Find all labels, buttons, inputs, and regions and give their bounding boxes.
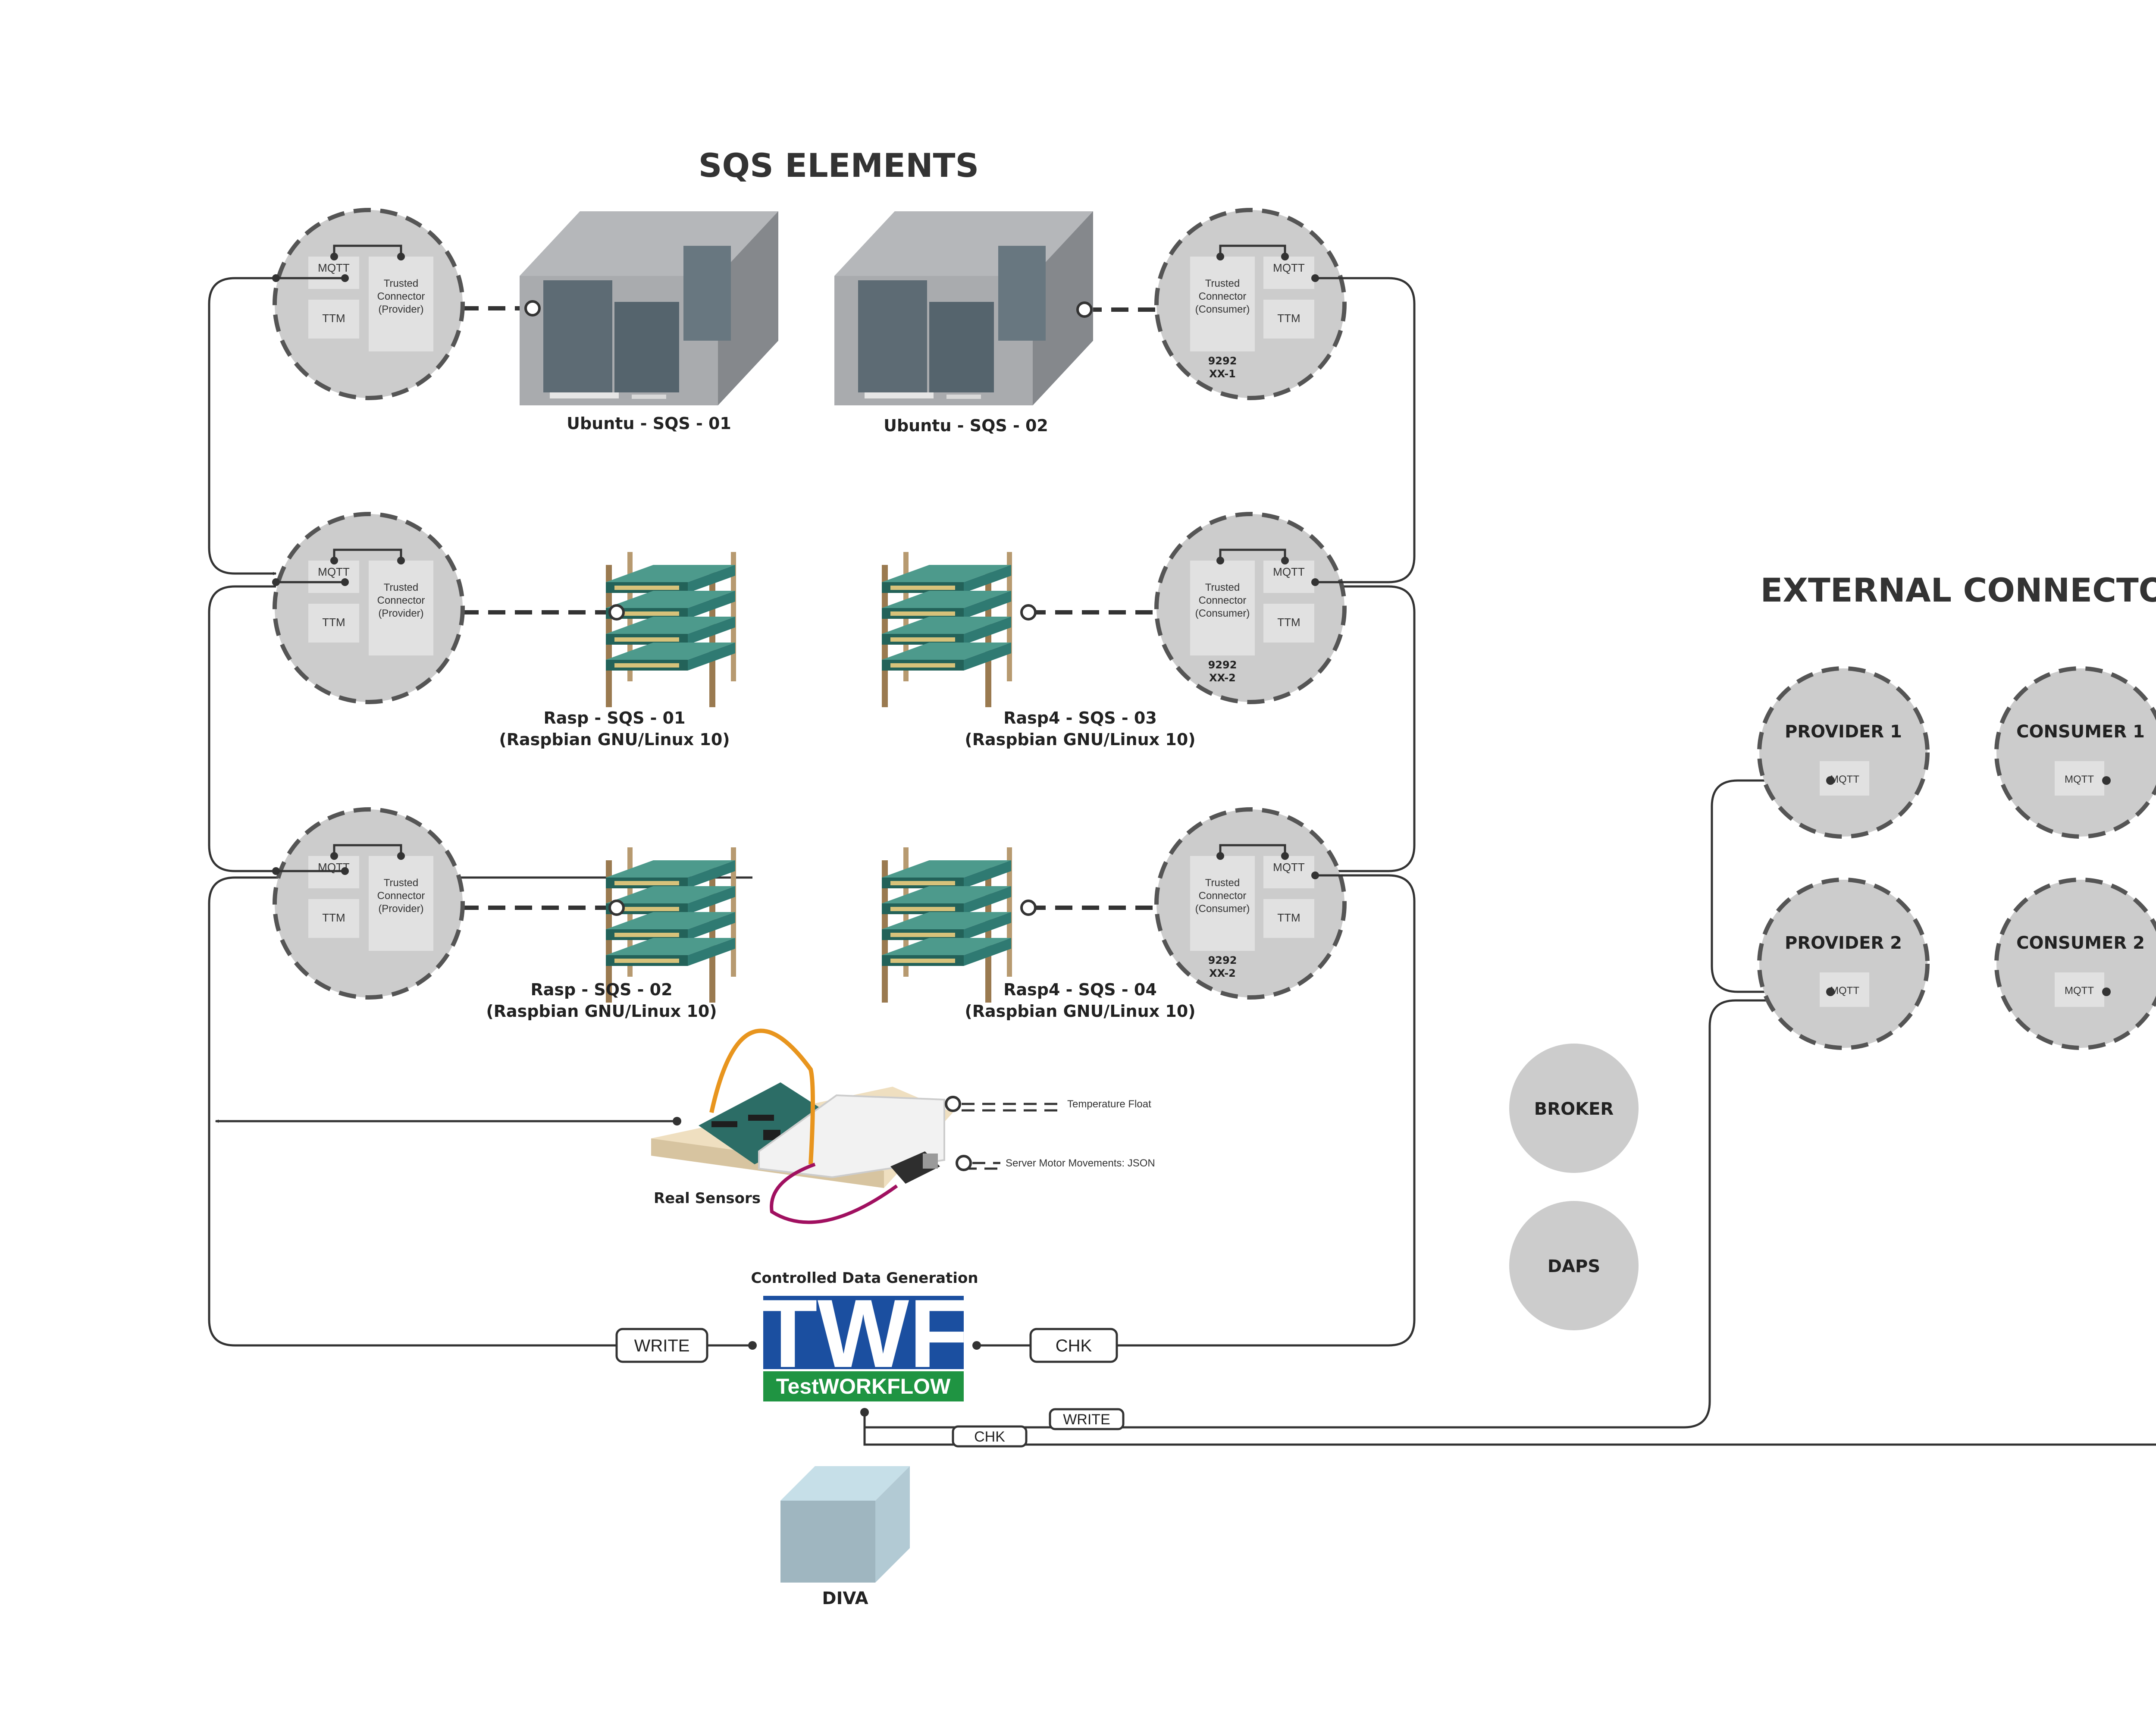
- real-sensors-label: Real Sensors: [654, 1190, 761, 1207]
- provider-2-label: PROVIDER 2: [1785, 933, 1902, 953]
- left-wiring: [208, 277, 757, 1350]
- testworkflow-logo: TWF TestWORKFLOW: [758, 1279, 968, 1401]
- rasp4-sqs-03-rack: [882, 552, 1012, 707]
- twf-logo-text: TWF: [758, 1279, 968, 1388]
- ubuntu-02-port: [1076, 301, 1093, 318]
- right-wiring: [972, 277, 1416, 1350]
- svg-text:CHK: CHK: [974, 1429, 1005, 1445]
- rasp4-sqs-03-label: Rasp4 - SQS - 03(Raspbian GNU/Linux 10): [965, 708, 1195, 749]
- mqtt-label: MQTT: [318, 261, 350, 274]
- mqtt-label: MQTT: [1273, 261, 1305, 274]
- rasp-sqs-01-label: Rasp - SQS - 01(Raspbian GNU/Linux 10): [499, 708, 730, 749]
- ttm-label: TTM: [1277, 312, 1300, 325]
- external-provider-1: PROVIDER 1 MQTT: [1757, 666, 1930, 839]
- broker-node: BROKER: [1509, 1044, 1639, 1173]
- svg-text:CHK: CHK: [1056, 1336, 1092, 1355]
- consumer-2-label: CONSUMER 2: [2016, 933, 2145, 953]
- daps-node: DAPS: [1509, 1201, 1639, 1330]
- ubuntu-sqs-01-server: [520, 211, 778, 405]
- broker-label: BROKER: [1534, 1099, 1614, 1119]
- real-sensors-board: [651, 1028, 953, 1224]
- provider-1-label: PROVIDER 1: [1785, 722, 1902, 742]
- mqtt-label: MQTT: [1273, 861, 1305, 874]
- mqtt-label: MQTT: [318, 565, 350, 578]
- ubuntu-sqs-01-label: Ubuntu - SQS - 01: [567, 414, 731, 433]
- twf-subtitle: TestWORKFLOW: [776, 1374, 951, 1398]
- sqs-elements-title: SQS ELEMENTS: [699, 146, 979, 185]
- write-tag-external: WRITE: [1049, 1408, 1125, 1430]
- external-consumer-1: CONSUMER 1 MQTT: [1994, 666, 2156, 839]
- servo-motor-label: Server Motor Movements: JSON: [1006, 1157, 1155, 1169]
- external-consumer-2: CONSUMER 2 MQTT: [1994, 878, 2156, 1050]
- daps-label: DAPS: [1548, 1257, 1600, 1276]
- rasp-04-port: [1020, 900, 1037, 916]
- ttm-label: TTM: [1277, 911, 1300, 924]
- mqtt-label: MQTT: [1830, 774, 1859, 785]
- rasp-sqs-02-label: Rasp - SQS - 02(Raspbian GNU/Linux 10): [486, 980, 717, 1021]
- external-connectors-title: EXTERNAL CONNECTORS: [1760, 571, 2156, 609]
- mqtt-label: MQTT: [318, 861, 350, 874]
- rasp-03-port: [1020, 604, 1037, 621]
- rasp4-sqs-04-label: Rasp4 - SQS - 04(Raspbian GNU/Linux 10): [965, 980, 1195, 1021]
- ubuntu-01-port: [524, 300, 541, 317]
- rasp-02-port: [608, 900, 625, 916]
- mqtt-label: MQTT: [1273, 565, 1305, 578]
- rasp-sqs-02-rack: [606, 847, 736, 1003]
- temperature-port: [945, 1096, 961, 1112]
- external-provider-2: PROVIDER 2 MQTT: [1757, 878, 1930, 1050]
- external-wiring: [860, 779, 2156, 1446]
- ttm-label: TTM: [322, 911, 345, 924]
- diva-box: [780, 1466, 910, 1583]
- ubuntu-sqs-02-server: [834, 211, 1093, 405]
- mqtt-label: MQTT: [2065, 985, 2094, 997]
- rasp-01-port: [608, 604, 625, 621]
- rasp4-sqs-04-rack: [882, 847, 1012, 1003]
- consumer-1-label: CONSUMER 1: [2016, 722, 2145, 742]
- write-tag-left: WRITE: [615, 1328, 708, 1363]
- svg-text:WRITE: WRITE: [634, 1336, 690, 1355]
- svg-text:WRITE: WRITE: [1063, 1411, 1110, 1428]
- temperature-float-label: Temperature Float: [1067, 1098, 1151, 1110]
- dashed-links: [461, 306, 1160, 1170]
- ubuntu-sqs-02-label: Ubuntu - SQS - 02: [884, 416, 1048, 435]
- ttm-label: TTM: [1277, 616, 1300, 629]
- ttm-label: TTM: [322, 616, 345, 629]
- servo-port: [956, 1155, 972, 1171]
- controlled-data-generation-label: Controlled Data Generation: [751, 1270, 978, 1287]
- mqtt-label: MQTT: [2065, 774, 2094, 785]
- chk-tag-right: CHK: [1029, 1328, 1118, 1363]
- rasp-sqs-01-rack: [606, 552, 736, 707]
- mqtt-label: MQTT: [1830, 985, 1859, 997]
- ttm-label: TTM: [322, 312, 345, 325]
- diva-label: DIVA: [822, 1589, 868, 1608]
- chk-tag-external: CHK: [952, 1425, 1028, 1448]
